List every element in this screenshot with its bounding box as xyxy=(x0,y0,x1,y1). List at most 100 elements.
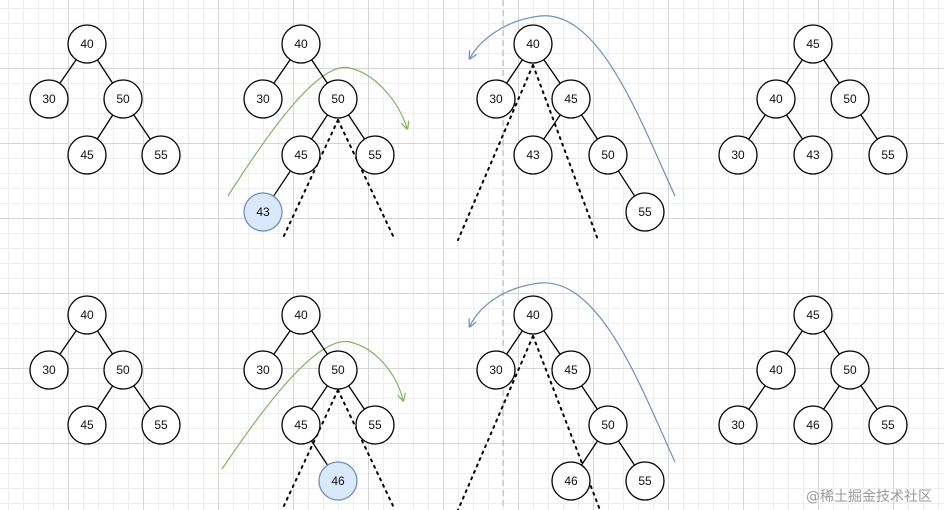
tree-edge xyxy=(347,114,366,140)
node-label: 45 xyxy=(294,148,308,162)
tree-node-55: 55 xyxy=(141,405,181,445)
tree-node-55: 55 xyxy=(868,135,908,175)
node-circle xyxy=(513,295,553,335)
tree-node-45: 45 xyxy=(281,405,321,445)
node-label: 55 xyxy=(154,148,168,162)
inserted-node-circle xyxy=(318,461,358,501)
tree-node-30: 30 xyxy=(29,350,69,390)
node-label: 40 xyxy=(526,37,540,51)
node-label: 40 xyxy=(526,308,540,322)
node-circle xyxy=(868,135,908,175)
node-label: 30 xyxy=(489,363,503,377)
node-circle xyxy=(588,405,628,445)
node-label: 40 xyxy=(294,308,308,322)
node-circle xyxy=(29,350,69,390)
tree-edge xyxy=(543,59,561,84)
node-circle xyxy=(513,24,553,64)
tree-edge xyxy=(311,385,328,410)
tree-node-50: 50 xyxy=(830,79,870,119)
node-circle xyxy=(625,461,665,501)
node-label: 50 xyxy=(116,363,130,377)
dotted-line xyxy=(532,64,599,241)
tree-edge xyxy=(96,114,114,140)
node-label: 43 xyxy=(526,148,540,162)
node-label: 43 xyxy=(806,148,820,162)
tree-node-40: 40 xyxy=(513,295,553,335)
tree-node-43: 43 xyxy=(793,135,833,175)
tree-edge xyxy=(348,385,365,410)
tree-node-45: 45 xyxy=(67,405,107,445)
tree-row1-tree2: 40 30 50 45 55 43 xyxy=(243,24,395,232)
tree-node-43: 43 xyxy=(243,192,283,232)
node-circle xyxy=(243,350,283,390)
node-circle xyxy=(793,24,833,64)
node-label: 50 xyxy=(331,92,345,106)
node-circle xyxy=(281,135,321,175)
node-label: 40 xyxy=(294,37,308,51)
node-label: 30 xyxy=(489,92,503,106)
node-label: 45 xyxy=(564,363,578,377)
node-label: 43 xyxy=(256,205,270,219)
left-rotation-arrow xyxy=(470,282,676,463)
node-label: 30 xyxy=(256,92,270,106)
node-label: 46 xyxy=(331,474,345,488)
tree-edge xyxy=(580,440,599,466)
tree-edge xyxy=(133,114,151,140)
tree-node-45: 45 xyxy=(551,350,591,390)
tree-node-45: 45 xyxy=(67,135,107,175)
tree-node-46: 46 xyxy=(793,405,833,445)
tree-edge xyxy=(786,330,803,355)
node-label: 55 xyxy=(368,148,382,162)
tree-node-45: 45 xyxy=(551,79,591,119)
node-circle xyxy=(67,405,107,445)
tree-node-50: 50 xyxy=(588,405,628,445)
tree-node-50: 50 xyxy=(103,79,143,119)
node-circle xyxy=(793,295,833,335)
node-circle xyxy=(830,79,870,119)
dotted-line xyxy=(281,119,339,241)
tree-node-30: 30 xyxy=(718,405,758,445)
node-circle xyxy=(625,192,665,232)
tree-edge xyxy=(96,59,114,84)
tree-node-40: 40 xyxy=(67,24,107,64)
node-circle xyxy=(868,405,908,445)
node-label: 45 xyxy=(564,92,578,106)
node-circle xyxy=(513,135,553,175)
tree-node-55: 55 xyxy=(355,135,395,175)
dotted-line xyxy=(281,389,339,510)
node-circle xyxy=(718,135,758,175)
tree-node-40: 40 xyxy=(756,79,796,119)
node-label: 45 xyxy=(80,418,94,432)
tree-edge xyxy=(272,170,292,197)
node-circle xyxy=(281,405,321,445)
node-label: 40 xyxy=(769,92,783,106)
tree-edge xyxy=(59,59,77,84)
node-circle xyxy=(67,24,107,64)
tree-edge xyxy=(310,114,329,140)
node-circle xyxy=(67,295,107,335)
tree-edge xyxy=(860,385,878,410)
inserted-node-circle xyxy=(243,192,283,232)
tree-node-55: 55 xyxy=(355,405,395,445)
node-label: 50 xyxy=(843,92,857,106)
tree-node-30: 30 xyxy=(29,79,69,119)
node-circle xyxy=(551,350,591,390)
node-circle xyxy=(29,79,69,119)
tree-node-40: 40 xyxy=(67,295,107,335)
node-label: 30 xyxy=(256,363,270,377)
tree-edge xyxy=(96,330,114,355)
tree-node-40: 40 xyxy=(281,24,321,64)
node-circle xyxy=(551,461,591,501)
node-circle xyxy=(355,135,395,175)
node-label: 55 xyxy=(881,418,895,432)
node-circle xyxy=(588,135,628,175)
tree-node-55: 55 xyxy=(625,461,665,501)
node-circle xyxy=(141,135,181,175)
node-label: 45 xyxy=(806,308,820,322)
node-label: 46 xyxy=(806,418,820,432)
node-circle xyxy=(718,405,758,445)
node-circle xyxy=(756,350,796,390)
tree-row2-tree1: 40 30 50 45 55 xyxy=(29,295,181,445)
